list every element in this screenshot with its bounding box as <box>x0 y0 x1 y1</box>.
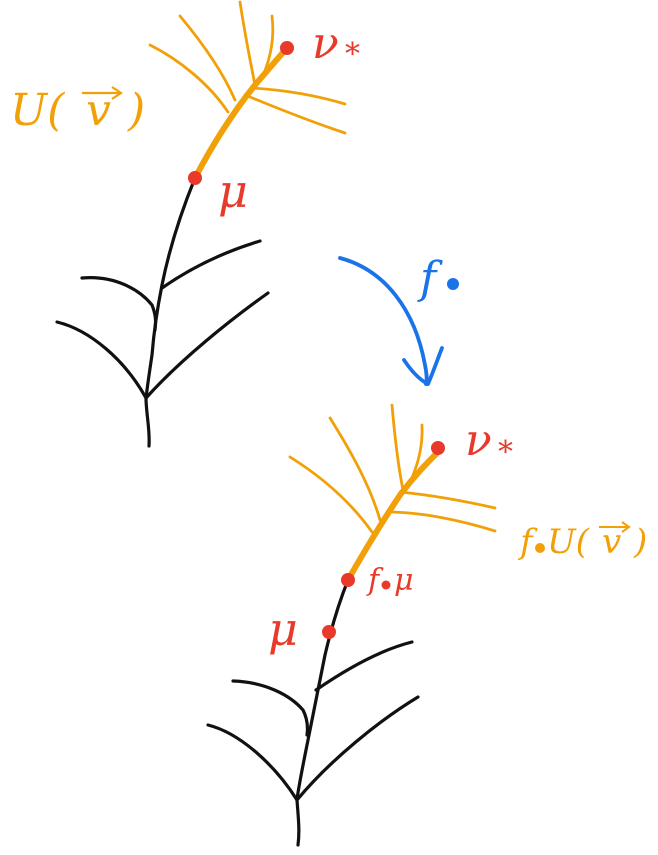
top-orange-branch-1 <box>148 43 230 114</box>
top-mu-label: μ <box>218 164 248 218</box>
top-vector-arrow-head <box>111 86 123 100</box>
bottom-nu-star-point <box>431 441 445 455</box>
bottom-nu-subscript: * <box>498 435 513 470</box>
f-arrow-head <box>402 346 444 386</box>
bottom-branch-left-upper <box>231 679 310 737</box>
bottom-f-mu-mu-label: μ <box>394 563 414 598</box>
top-branch-right-lower <box>144 291 270 400</box>
top-branch-left-upper <box>80 276 158 332</box>
bottom-orange-branch-1 <box>288 455 374 534</box>
bottom-orange-branch-4 <box>408 423 424 484</box>
bottom-branch-right-upper <box>314 640 414 692</box>
bottom-f-mu-dot <box>381 580 391 590</box>
top-trunk <box>144 176 197 448</box>
top-orange-branch-2 <box>178 14 237 102</box>
top-nu-subscript: * <box>345 37 360 72</box>
bottom-orange-branch-2 <box>328 416 382 522</box>
bottom-branch-right-lower <box>295 695 420 802</box>
f-arrow-dot <box>447 278 459 290</box>
bottom-branch-left-lower <box>206 723 299 802</box>
bottom-mu-label: μ <box>268 602 298 656</box>
top-orange-branch-6 <box>243 93 347 135</box>
bottom-fU-close-paren: ) <box>633 522 647 562</box>
top-branch-left-lower <box>55 320 148 400</box>
bottom-orange-stem <box>345 449 441 583</box>
top-tree <box>55 0 347 448</box>
f-arrow-label: f <box>417 253 443 304</box>
bottom-fU-U-label: U( <box>547 522 590 562</box>
bottom-vector-arrow-head <box>621 521 631 533</box>
top-orange-stem <box>192 45 290 181</box>
bottom-fU-f-label: f <box>517 522 538 562</box>
f-action-arrow <box>338 256 444 386</box>
top-U-close-paren: ) <box>127 85 145 136</box>
f-arrow-curve <box>338 256 429 386</box>
top-nu-star-point <box>280 41 294 55</box>
bottom-fU-v-label: v <box>602 522 621 562</box>
bottom-nu-label: ν <box>465 415 492 466</box>
top-mu-point <box>188 171 202 185</box>
top-orange-branch-5 <box>250 86 347 106</box>
bottom-mu-point <box>322 625 336 639</box>
top-nu-label: ν <box>312 18 339 69</box>
bottom-orange-branch-3 <box>390 403 405 492</box>
top-U-label: U( <box>10 85 65 136</box>
bottom-orange-branch-6 <box>386 510 497 533</box>
bottom-fU-dot <box>535 543 545 553</box>
bottom-orange-branch-5 <box>398 490 497 510</box>
bottom-f-mu-f-label: f <box>366 563 384 598</box>
top-orange-branch-4 <box>260 14 275 80</box>
bottom-tree <box>206 403 497 847</box>
bottom-f-mu-point <box>341 573 355 587</box>
top-orange-branch-3 <box>238 0 257 87</box>
top-branch-right-upper <box>160 239 262 290</box>
top-v-label: v <box>86 85 111 136</box>
